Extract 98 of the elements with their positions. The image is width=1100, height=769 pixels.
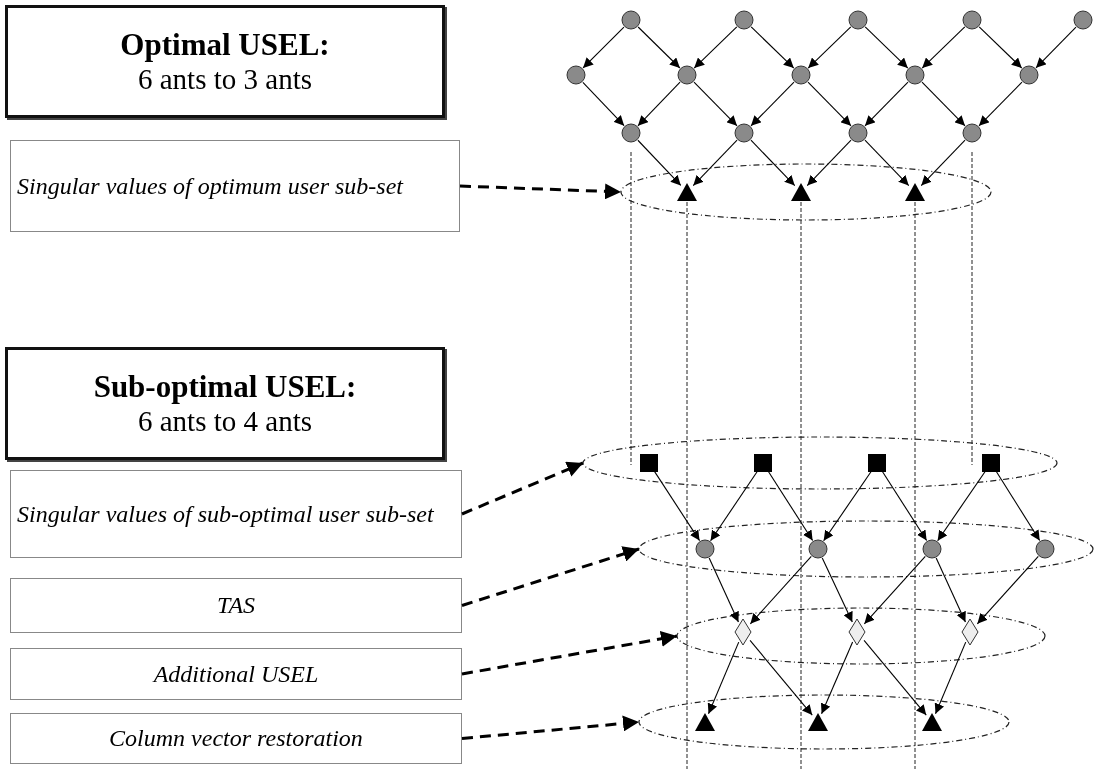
label-box	[10, 578, 462, 633]
label-box	[10, 648, 462, 700]
triangle-node	[791, 183, 811, 201]
arrow	[863, 555, 926, 625]
circle-node	[808, 539, 828, 559]
arrow	[767, 470, 814, 542]
circle-node	[962, 10, 982, 30]
arrow	[934, 641, 967, 715]
circle-node	[566, 65, 586, 85]
arrow	[864, 81, 909, 127]
arrow	[935, 557, 966, 623]
square-node	[640, 454, 658, 472]
circle-node	[1035, 539, 1055, 559]
arrow	[750, 26, 795, 69]
dashed-arrow	[461, 715, 640, 740]
label-box	[10, 140, 460, 232]
circle-node	[848, 10, 868, 30]
arrow	[881, 470, 928, 542]
diamond-node	[735, 619, 751, 645]
arrow	[821, 557, 853, 623]
circle-node	[905, 65, 925, 85]
ellipse-group	[639, 695, 1009, 749]
arrow	[582, 81, 625, 127]
triangle-node	[677, 183, 697, 201]
circle-node	[677, 65, 697, 85]
triangle-node	[922, 713, 942, 731]
arrow	[864, 26, 909, 69]
arrow	[750, 81, 795, 127]
arrow	[863, 639, 927, 716]
arrow	[637, 139, 682, 186]
arrow	[582, 26, 625, 69]
arrow	[707, 641, 740, 715]
dashed-arrow	[461, 461, 584, 516]
arrow	[978, 26, 1023, 69]
heading-text: Sub-optimal USEL:	[93, 369, 357, 405]
arrow	[806, 139, 852, 187]
label-text: Singular values of sub-optimal user sub-set	[17, 499, 434, 529]
dashed-arrow	[461, 546, 640, 607]
arrow	[637, 81, 681, 127]
label-text: Singular values of optimum user sub-set	[17, 171, 403, 201]
arrow	[920, 139, 966, 187]
heading-text: Optimal USEL:	[120, 27, 330, 63]
label-text: Column vector restoration	[109, 724, 363, 753]
label-text: Additional USEL	[153, 659, 319, 689]
circle-node	[1073, 10, 1093, 30]
arrow	[693, 26, 738, 69]
arrow	[807, 81, 852, 127]
square-node	[982, 454, 1000, 472]
triangle-node	[808, 713, 828, 731]
arrow	[921, 81, 966, 127]
circle-node	[621, 10, 641, 30]
subheading-text: 6 ants to 3 ants	[138, 62, 312, 96]
arrow	[708, 557, 739, 623]
subheading-text: 6 ants to 4 ants	[138, 404, 312, 438]
arrow	[978, 81, 1023, 127]
label-box	[10, 470, 462, 558]
arrow	[820, 641, 854, 715]
circle-node	[922, 539, 942, 559]
arrow	[995, 470, 1041, 542]
ellipse-group	[639, 521, 1093, 577]
arrow	[692, 139, 738, 187]
arrow	[864, 139, 910, 187]
dashed-arrow	[459, 183, 622, 200]
circle-node	[734, 123, 754, 143]
arrow	[937, 470, 986, 542]
heading-box	[5, 347, 445, 460]
triangle-node	[905, 183, 925, 201]
circle-node	[1019, 65, 1039, 85]
arrow	[710, 470, 758, 542]
arrow	[749, 555, 812, 625]
square-node	[868, 454, 886, 472]
ellipse-group	[583, 437, 1057, 489]
square-node	[754, 454, 772, 472]
circle-node	[848, 123, 868, 143]
circle-node	[734, 10, 754, 30]
circle-node	[695, 539, 715, 559]
diamond-node	[849, 619, 865, 645]
arrow	[750, 139, 796, 187]
label-text: TAS	[216, 591, 256, 620]
circle-node	[791, 65, 811, 85]
ellipse-group	[677, 608, 1045, 664]
arrow	[653, 470, 701, 542]
arrow	[693, 81, 738, 127]
circle-node	[962, 123, 982, 143]
arrow	[823, 470, 872, 542]
arrow	[807, 26, 852, 69]
heading-box	[5, 5, 445, 118]
label-box	[10, 713, 462, 764]
diamond-node	[962, 619, 978, 645]
arrow	[749, 639, 813, 716]
circle-node	[621, 123, 641, 143]
arrow	[921, 26, 966, 69]
arrow	[976, 555, 1039, 625]
arrow	[1035, 26, 1077, 69]
ellipse-group	[621, 164, 991, 220]
dashed-arrow	[461, 630, 678, 676]
triangle-node	[695, 713, 715, 731]
arrow	[637, 26, 681, 69]
